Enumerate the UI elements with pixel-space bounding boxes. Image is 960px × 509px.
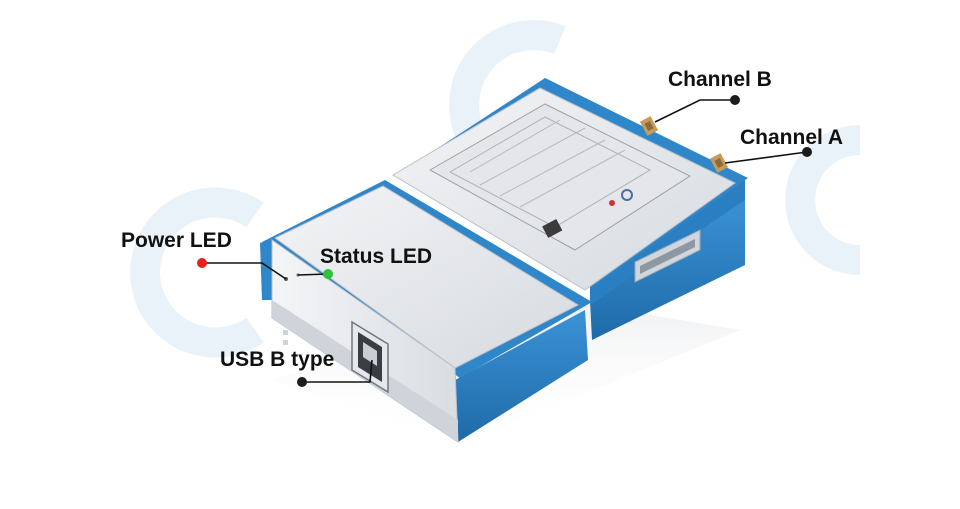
front-module bbox=[260, 180, 592, 443]
channel-b-connector bbox=[639, 116, 659, 136]
power-led-dot bbox=[197, 258, 207, 268]
status-led-label: Status LED bbox=[320, 245, 433, 268]
channel-b-label: Channel B bbox=[668, 68, 772, 91]
channel-a-connector bbox=[709, 153, 729, 173]
usb-callout-dot bbox=[297, 377, 307, 387]
callout-leaders bbox=[202, 99, 808, 383]
channel-a-label: Channel A bbox=[740, 126, 844, 149]
status-led-dot bbox=[323, 269, 333, 279]
channel-b-dot bbox=[730, 95, 740, 105]
power-led-label: Power LED bbox=[121, 229, 232, 252]
rear-module bbox=[392, 78, 748, 340]
usb-b-type-label: USB B type bbox=[220, 348, 335, 371]
channel-a-dot bbox=[802, 147, 812, 157]
usb-b-port bbox=[351, 320, 389, 394]
